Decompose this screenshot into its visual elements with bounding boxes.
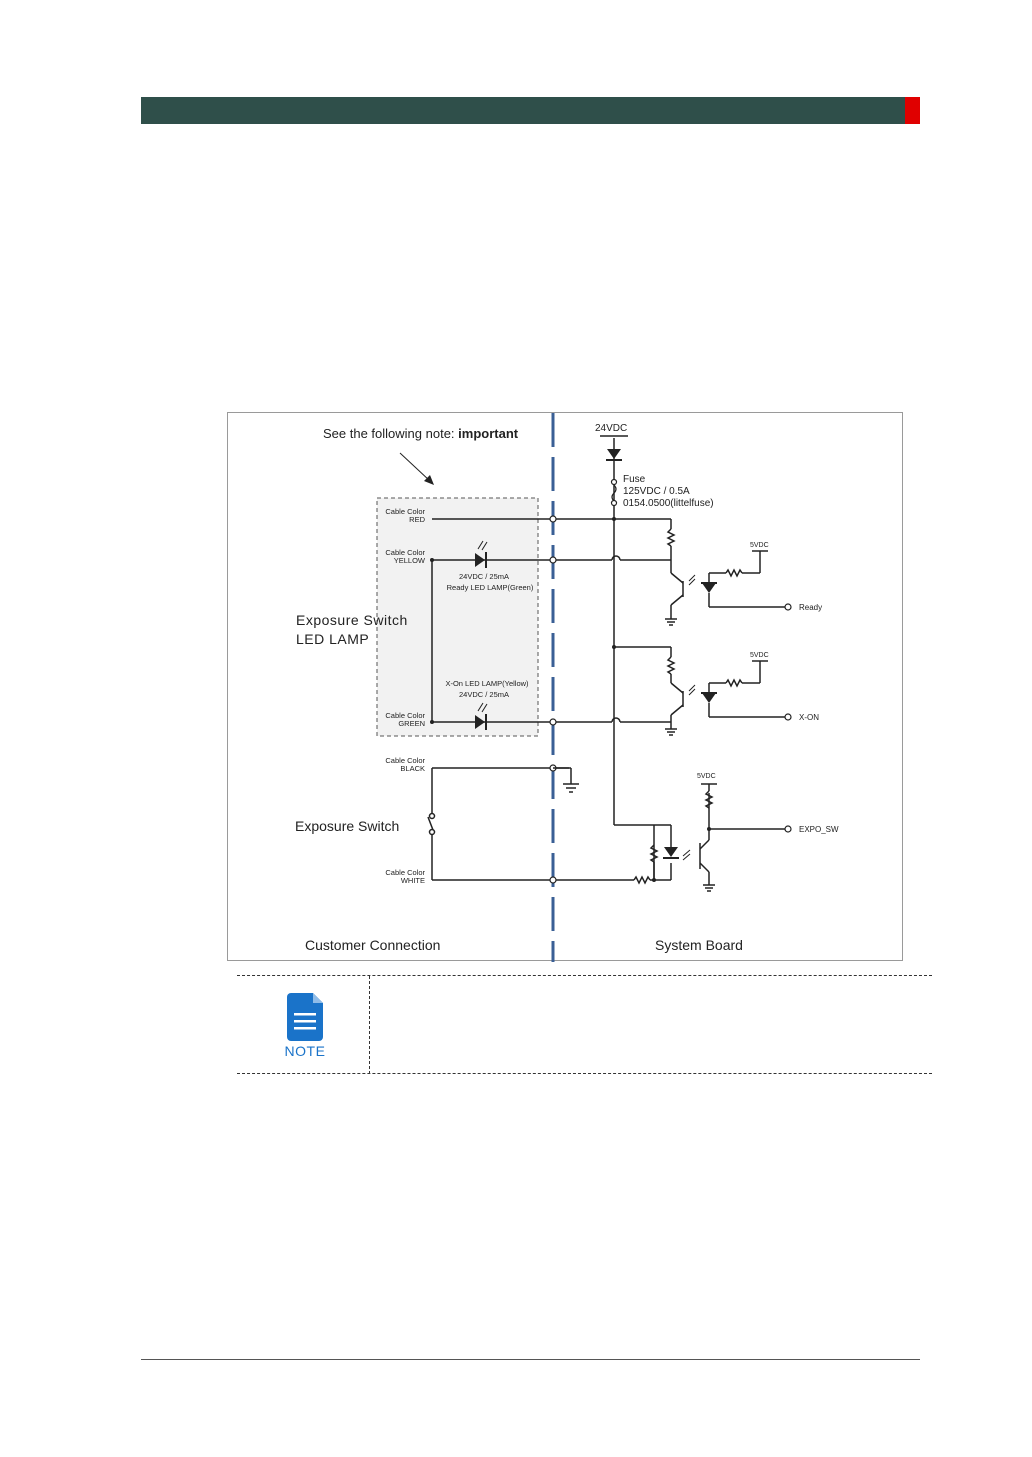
xon-lamp-name: X-On LED LAMP(Yellow) xyxy=(445,679,529,688)
cable-black-line1: Cable Color xyxy=(385,756,425,765)
ready-led-icon xyxy=(475,540,488,568)
crossover-hop xyxy=(611,555,621,561)
section-system-label: System Board xyxy=(655,937,743,953)
cable-red-line2: RED xyxy=(409,515,425,524)
group-switch-label: Exposure Switch xyxy=(295,818,399,834)
ready-output-terminal xyxy=(784,603,792,611)
cable-green-line2: GREEN xyxy=(398,719,425,728)
ready-opto-wiring xyxy=(708,550,785,608)
fuse-rating: 125VDC / 0.5A xyxy=(623,486,690,497)
xon-opto-led-icon xyxy=(701,692,717,703)
note-divider xyxy=(369,976,370,1074)
cable-yellow-line1: Cable Color xyxy=(385,548,425,557)
junction-dots xyxy=(430,517,616,724)
ready-output-label: Ready xyxy=(799,603,822,612)
ready-lamp-name: Ready LED LAMP(Green) xyxy=(447,583,534,592)
ready-lamp-spec: 24VDC / 25mA xyxy=(459,572,509,581)
ground-icon xyxy=(553,767,579,793)
cable-white-line2: WHITE xyxy=(401,876,425,885)
chapter-header-bar xyxy=(141,97,905,124)
xon-opto-wiring xyxy=(708,660,785,718)
note-pointer-text: See the following note: important xyxy=(323,426,519,441)
group-led-label-line2: LED LAMP xyxy=(296,631,369,647)
fuse-label: Fuse xyxy=(623,474,646,485)
xon-opto-stage xyxy=(614,646,684,736)
switch-contact-icon xyxy=(427,812,436,836)
note-box: NOTE xyxy=(237,975,932,1074)
cable-green-line1: Cable Color xyxy=(385,711,425,720)
xon-lamp-spec: 24VDC / 25mA xyxy=(459,690,509,699)
crossover-hop xyxy=(611,717,621,723)
wiring-diagram: See the following note: important Exposu… xyxy=(227,412,903,962)
led-lamp-group-box xyxy=(376,497,539,737)
fuse-part: 0154.0500(littelfuse) xyxy=(623,498,714,509)
cable-red-line1: Cable Color xyxy=(385,507,425,516)
cable-black-line2: BLACK xyxy=(400,764,425,773)
xon-output-label: X-ON xyxy=(799,713,819,722)
ready-opto-stage xyxy=(665,519,684,626)
pointer-arrow-head xyxy=(424,475,434,485)
pointer-arrow-line xyxy=(399,452,431,482)
expo-5v-label: 5VDC xyxy=(697,773,716,780)
supply-label: 24VDC xyxy=(595,423,627,434)
supply-diode-icon xyxy=(606,449,622,461)
cable-yellow-line2: YELLOW xyxy=(394,556,426,565)
chapter-header-tab xyxy=(905,97,920,124)
expo-input-stage xyxy=(630,783,785,892)
expo-output-label: EXPO_SW xyxy=(799,825,839,834)
group-led-label-line1: Exposure Switch xyxy=(296,612,408,628)
cable-labels: Cable Color RED Cable Color YELLOW Cable… xyxy=(385,507,426,885)
cable-white-line1: Cable Color xyxy=(385,868,425,877)
expo-opto-led-icon xyxy=(663,847,679,859)
document-note-icon xyxy=(287,993,323,1041)
xon-output-terminal xyxy=(784,713,792,721)
ready-5v-label: 5VDC xyxy=(750,542,769,549)
expo-output-terminal xyxy=(784,825,792,833)
note-label: NOTE xyxy=(284,1043,326,1059)
ready-opto-led-icon xyxy=(701,582,717,593)
wiring-diagram-svg: See the following note: important Exposu… xyxy=(295,413,839,962)
section-customer-label: Customer Connection xyxy=(305,937,440,953)
fuse-icon xyxy=(610,478,618,507)
footer-rule xyxy=(141,1359,920,1360)
xon-led-icon xyxy=(475,702,488,730)
xon-5v-label: 5VDC xyxy=(750,652,769,659)
